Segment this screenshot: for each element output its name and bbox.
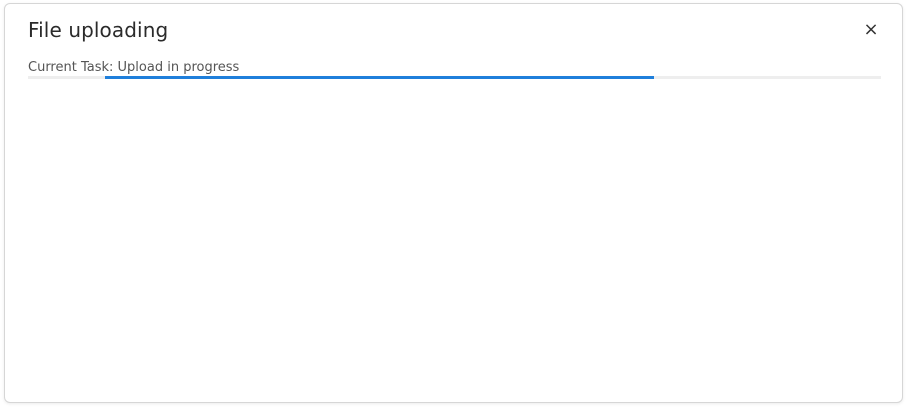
file-upload-dialog: File uploading × Current Task: Upload in… xyxy=(4,3,903,403)
close-icon[interactable]: × xyxy=(863,19,879,40)
current-task-label: Current Task: Upload in progress xyxy=(28,60,240,75)
progress-bar-fill xyxy=(105,76,654,79)
progress-bar xyxy=(28,76,881,79)
dialog-title: File uploading xyxy=(28,18,169,42)
